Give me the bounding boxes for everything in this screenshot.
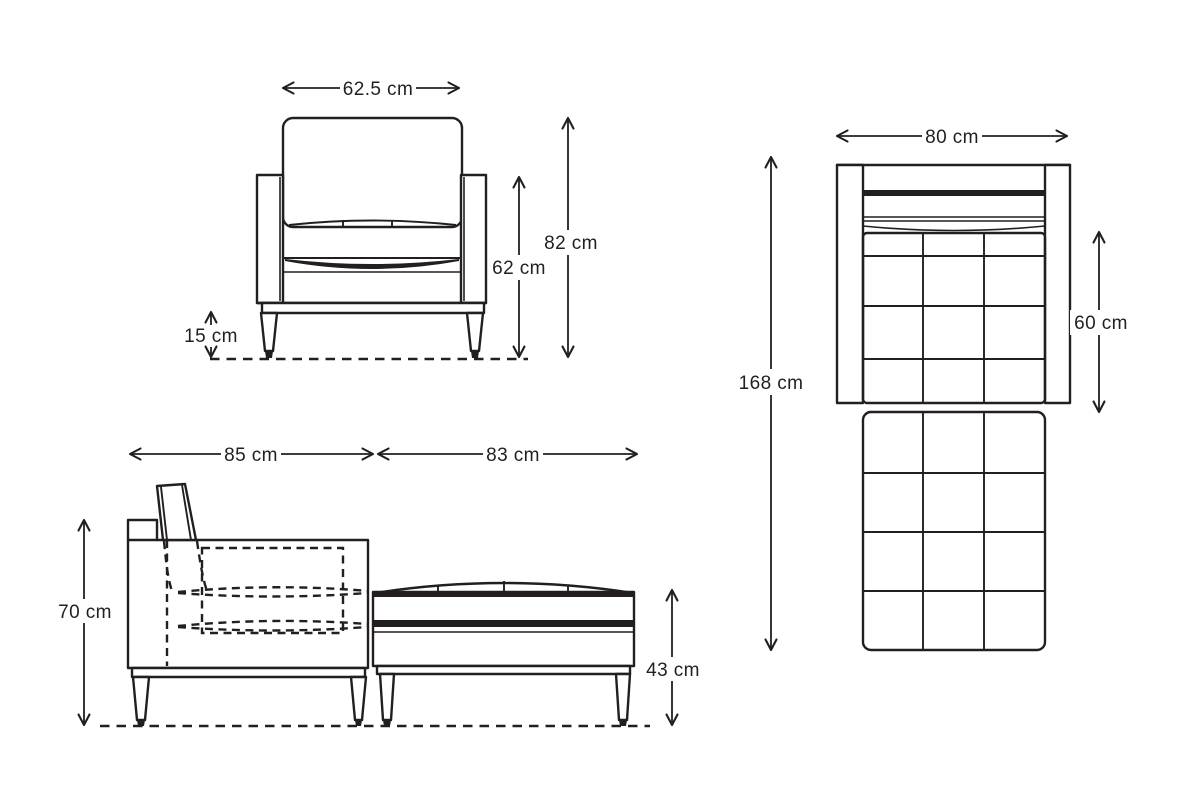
hidden-frame-curve	[177, 625, 369, 632]
chair-front-leg	[131, 675, 151, 722]
right-armrest-top	[1043, 163, 1072, 405]
label-gap	[56, 599, 113, 623]
seat-cushion-shadow	[285, 259, 459, 269]
ottoman-top-band	[373, 592, 634, 597]
top-width-dimension: 80 cm	[835, 124, 1069, 148]
label-gap	[541, 230, 599, 255]
base-plinth	[260, 301, 486, 315]
top-length-dimension: 168 cm	[737, 155, 805, 652]
back-cushion	[281, 116, 464, 229]
overall-height-label: 82 cm	[544, 233, 598, 254]
chair-back-leg	[349, 675, 368, 722]
label-gap	[644, 657, 701, 681]
top-seat-depth-dimension: 60 cm	[1070, 230, 1130, 414]
front-width-label: 62.5 cm	[343, 79, 413, 100]
chair-back-leg-foot	[355, 720, 362, 726]
ottoman-left-leg	[378, 672, 396, 722]
ottoman-left-leg-foot	[383, 720, 391, 726]
side-view: 85 cm 83 cm	[56, 442, 701, 728]
ottoman-dark-band	[373, 620, 634, 627]
label-gap	[491, 255, 548, 280]
front-view: 62.5 cm	[184, 76, 599, 361]
bed-width-label: 80 cm	[925, 127, 979, 148]
side-ottoman-depth-dimension: 83 cm	[376, 442, 639, 466]
top-view: 80 cm	[737, 124, 1130, 652]
cushion-bottom-seam	[288, 219, 457, 226]
left-armrest	[255, 173, 285, 305]
hidden-seat-curve	[177, 591, 369, 598]
left-armrest-top	[835, 163, 865, 405]
label-gap	[221, 442, 281, 466]
chair-body-side	[126, 538, 370, 670]
seat-depth-label: 60 cm	[1074, 313, 1128, 334]
side-height-dimension: 70 cm	[56, 518, 113, 727]
front-width-dimension: 62.5 cm	[281, 76, 461, 100]
hidden-bed-frame	[200, 546, 345, 635]
cushion-edge-line	[160, 486, 168, 541]
front-backrest-height-dimension: 62 cm	[491, 175, 548, 359]
hidden-frame-curve	[177, 619, 369, 628]
hidden-seat-curve	[177, 586, 369, 594]
chair-depth-label: 85 cm	[224, 445, 278, 466]
ottoman-height-label: 43 cm	[646, 660, 700, 681]
ottoman-depth-label: 83 cm	[486, 445, 540, 466]
ottoman-side-drawing	[371, 581, 636, 726]
cushion-edge-line	[181, 484, 192, 541]
bed-top-drawing	[835, 163, 1072, 652]
label-gap	[737, 369, 805, 395]
ottoman-right-leg	[614, 672, 632, 722]
ottoman-right-leg-foot	[619, 720, 627, 726]
mattress-extension-section	[861, 410, 1047, 652]
backrest-cushion-side	[155, 482, 198, 542]
side-chair-depth-dimension: 85 cm	[128, 442, 375, 466]
ottoman-base-plinth	[375, 664, 632, 676]
hidden-cushion-line	[162, 540, 174, 592]
back-frame-top	[126, 518, 159, 542]
front-right-leg	[465, 311, 485, 353]
backrest-height-label: 62 cm	[492, 258, 546, 279]
seat-section-outline	[861, 231, 1047, 405]
front-overall-height-dimension: 82 cm	[541, 116, 599, 359]
hidden-bed-mechanism	[162, 540, 369, 666]
backrest-dark-band	[863, 190, 1045, 196]
bed-length-label: 168 cm	[739, 373, 804, 394]
hidden-cushion-line	[195, 540, 209, 592]
label-gap	[922, 124, 982, 148]
label-gap	[340, 76, 416, 100]
front-right-leg-foot	[471, 351, 479, 358]
armchair-side-drawing	[126, 482, 370, 726]
front-left-leg	[259, 311, 279, 353]
chair-base-plinth	[130, 666, 367, 679]
label-gap	[1070, 310, 1130, 335]
front-left-leg-foot	[265, 351, 273, 358]
backrest-bands	[862, 190, 1046, 232]
ottoman-body	[371, 590, 636, 668]
leg-height-label: 15 cm	[184, 326, 238, 347]
front-leg-height-dimension: 15 cm	[184, 310, 238, 359]
armchair-front-drawing	[210, 116, 528, 361]
side-ottoman-height-dimension: 43 cm	[644, 588, 701, 727]
backrest-curve-line	[862, 225, 1046, 232]
label-gap	[483, 442, 543, 466]
chair-height-label: 70 cm	[58, 602, 112, 623]
chair-front-leg-foot	[137, 720, 145, 726]
extension-outline	[861, 410, 1047, 652]
mattress-seat-section	[861, 231, 1047, 405]
